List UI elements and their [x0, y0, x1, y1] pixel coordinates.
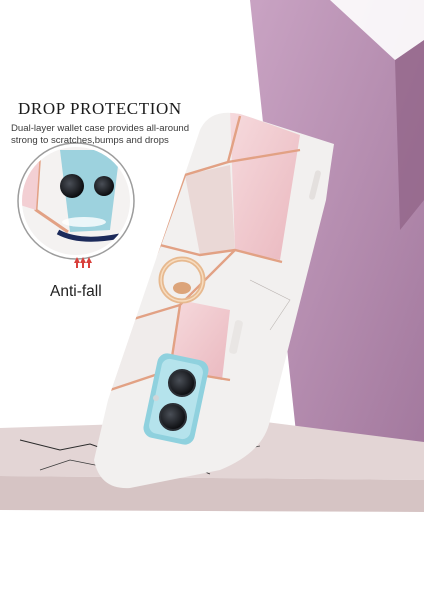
impact-arrows-icon — [74, 257, 92, 268]
feature-description: Dual-layer wallet case provides all-arou… — [11, 123, 190, 146]
purple-backdrop — [250, 0, 424, 470]
headline: DROP PROTECTION — [18, 99, 182, 118]
anti-fall-callout — [17, 142, 135, 260]
camera-module — [143, 353, 209, 445]
anti-fall-label: Anti-fall — [50, 283, 102, 300]
ring-holder — [158, 256, 206, 304]
